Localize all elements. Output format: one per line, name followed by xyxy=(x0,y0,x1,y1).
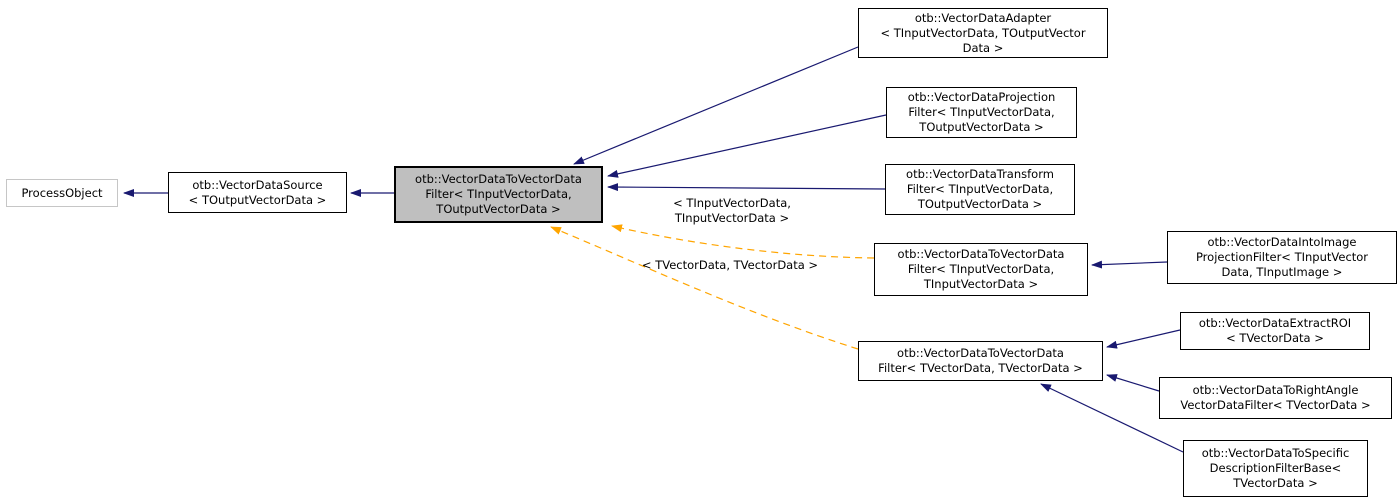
node-vectordataprojectionfilter-label: otb::VectorDataProjection Filter< TInput… xyxy=(907,90,1056,134)
edge-transformfilter-to-filter xyxy=(607,183,886,192)
edge-rightangle-to-tvectorfilter xyxy=(1106,374,1160,392)
node-vectordatatovectordatafilter-label: otb::VectorDataToVectorData Filter< TInp… xyxy=(415,172,582,216)
node-vectordataintoimageprojectionfilter-label: otb::VectorDataIntoImage ProjectionFilte… xyxy=(1195,235,1369,279)
node-vectordatatospecific[interactable]: otb::VectorDataToSpecific DescriptionFil… xyxy=(1183,440,1368,497)
edge-tinputfilter-to-filter-instantiation xyxy=(611,224,875,259)
node-vectordataadapter-label: otb::VectorDataAdapter < TInputVectorDat… xyxy=(880,10,1086,55)
edge-adapter-to-filter xyxy=(573,46,859,165)
node-vectordatatorightangle-label: otb::VectorDataToRightAngle VectorDataFi… xyxy=(1180,383,1371,412)
edge-projectionfilter-to-filter xyxy=(607,114,887,178)
node-vectordataextractroi[interactable]: otb::VectorDataExtractROI < TVectorData … xyxy=(1180,312,1370,350)
node-vectordatatovectordatafilter: otb::VectorDataToVectorData Filter< TInp… xyxy=(394,166,603,223)
edge-extractroi-to-tvectorfilter xyxy=(1106,329,1181,349)
node-processobject: ProcessObject xyxy=(6,179,118,207)
node-vectordatasource[interactable]: otb::VectorDataSource < TOutputVectorDat… xyxy=(168,172,347,213)
node-vectordataadapter[interactable]: otb::VectorDataAdapter < TInputVectorDat… xyxy=(858,8,1108,58)
edge-label-tinput-instantiation: < TInputVectorData, TInputVectorData > xyxy=(673,196,791,225)
node-vectordatatransformfilter-label: otb::VectorDataTransform Filter< TInputV… xyxy=(906,167,1054,211)
node-vectordatatospecific-label: otb::VectorDataToSpecific DescriptionFil… xyxy=(1201,446,1350,490)
edge-label-tvector-instantiation: < TVectorData, TVectorData > xyxy=(641,258,819,272)
node-vectordatatorightangle[interactable]: otb::VectorDataToRightAngle VectorDataFi… xyxy=(1159,377,1392,419)
node-vectordatatransformfilter[interactable]: otb::VectorDataTransform Filter< TInputV… xyxy=(885,164,1075,215)
node-vectordatatovectordatafilter-tinput-label: otb::VectorDataToVectorData Filter< TInp… xyxy=(897,247,1065,291)
node-vectordatatovectordatafilter-tinput[interactable]: otb::VectorDataToVectorData Filter< TInp… xyxy=(874,243,1088,296)
edge-tvectorfilter-to-filter-instantiation xyxy=(550,226,859,350)
node-vectordatatovectordatafilter-tvector[interactable]: otb::VectorDataToVectorData Filter< TVec… xyxy=(858,341,1103,381)
edge-intoimage-to-tinputfilter xyxy=(1091,260,1168,269)
node-processobject-label: ProcessObject xyxy=(21,185,103,200)
node-vectordataintoimageprojectionfilter[interactable]: otb::VectorDataIntoImage ProjectionFilte… xyxy=(1167,231,1397,284)
node-vectordatasource-label: otb::VectorDataSource < TOutputVectorDat… xyxy=(188,177,327,207)
node-vectordataprojectionfilter[interactable]: otb::VectorDataProjection Filter< TInput… xyxy=(886,87,1077,138)
node-vectordataextractroi-label: otb::VectorDataExtractROI < TVectorData … xyxy=(1198,316,1352,345)
node-vectordatatovectordatafilter-tvector-label: otb::VectorDataToVectorData Filter< TVec… xyxy=(878,346,1083,375)
edge-tospecific-to-tvectorfilter xyxy=(1040,383,1184,453)
